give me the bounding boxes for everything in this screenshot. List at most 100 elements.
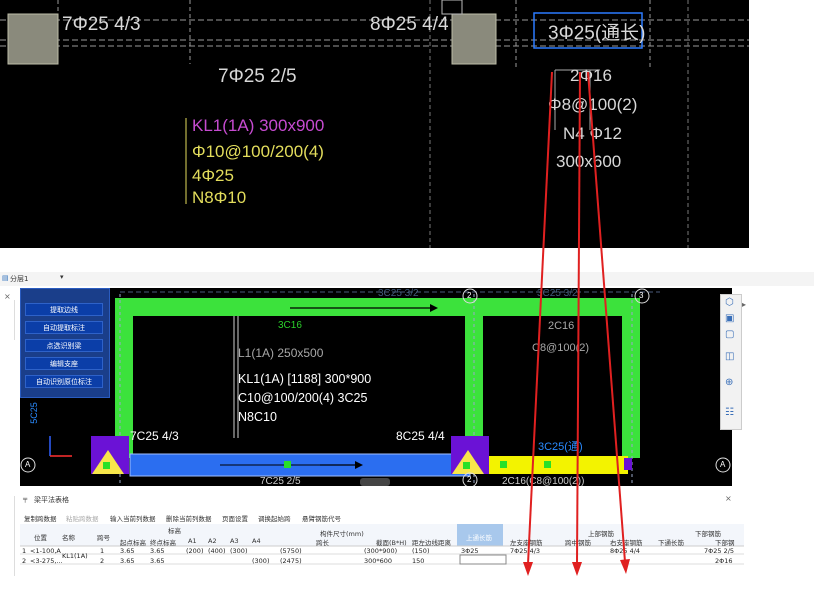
front-view-icon[interactable]: ▢ [725,329,735,340]
model-label-8c25-44: 8C25 4/4 [396,429,445,443]
row-1-right-seat[interactable]: 8Φ25 4/4 [610,547,641,555]
model-label-3c16: 3C16 [278,320,302,331]
col-a2: A2 [208,537,217,545]
model-label-l1: L1(1A) 250x500 [238,346,324,360]
row-1-start-elev[interactable]: 3.65 [120,547,135,555]
model-drawing [20,288,731,486]
col-dist: 距左边线距离 [412,539,451,547]
auto-extract-label-button[interactable]: 自动提取标注 [25,321,103,334]
model-annot-side: N8C10 [238,410,277,424]
cad-label-2c16: 2Φ16 [570,66,612,85]
row-2-index: 2 [22,557,27,565]
axis-a-label-right: A [720,460,726,469]
cube-icon[interactable]: ⬡ [725,297,734,308]
layer-select[interactable]: 分层1 [10,275,29,283]
chevron-down-icon[interactable]: ▾ [60,273,64,281]
col-lower-group: 下部钢筋 [695,530,721,538]
top-view-icon[interactable]: ▣ [725,313,735,324]
row-1-bottom[interactable]: 7Φ25 2/5 [704,547,735,555]
row-1-a2[interactable]: (400) [208,547,226,555]
col-elevation: 标高 [168,527,181,535]
model-annot-kl1: KL1(1A) [1188] 300*900 [238,372,372,386]
row-2-end-elev[interactable]: 3.65 [150,557,165,565]
row-1-dist[interactable]: (150) [412,547,430,555]
row-1-left-seat[interactable]: 7Φ25 4/3 [510,547,541,555]
page-setup-button[interactable]: 页面设置 [222,515,248,523]
model-view[interactable]: 3C25 3/2 3C25 3/2 2 3 A A 2 3C16 L1(1A) … [20,288,732,486]
pin-icon[interactable]: ╤ [23,495,28,503]
col-span-length: 跨长 [316,539,329,547]
left-strip-lower [0,496,15,576]
model-label-5c25: 5C25 [28,402,39,424]
row-1-end-elev[interactable]: 3.65 [150,547,165,555]
col-span: 跨号 [97,534,110,542]
paste-span-button[interactable]: 粘贴跨数据 [66,515,99,523]
cad-label-7c25-43: 7Φ25 4/3 [62,14,141,35]
row-2-start-elev[interactable]: 3.65 [120,557,135,565]
cad-beam-stirrup: Φ10@100/200(4) [192,142,324,161]
view-toolbar: ⬡ ▣ ▢ ◫ ⊕ ☷ [720,294,742,430]
col-size-group: 构件尺寸(mm) [320,530,364,538]
row-2-span-length[interactable]: (2475) [280,557,302,565]
cad-label-8c25-44: 8Φ25 4/4 [370,14,449,35]
col-name: 名称 [62,534,75,542]
copy-span-button[interactable]: 复制跨数据 [24,515,57,523]
cad-beam2-size: 300x600 [556,152,622,171]
row-1-a3[interactable]: (300) [230,547,248,555]
auto-in-situ-label-button[interactable]: 自动识别原位标注 [25,375,103,388]
zoom-icon[interactable]: ⊕ [725,377,734,388]
row-1-span[interactable]: 1 [100,547,105,555]
col-a4: A4 [252,537,261,545]
col-bot: 下部钢 [715,539,735,547]
layer-icon: ▤ [2,274,9,282]
swap-start-span-button[interactable]: 调换起始跨 [258,515,291,523]
pick-beam-button[interactable]: 点选识别梁 [25,339,103,352]
model-label-7c25-43: 7C25 4/3 [130,429,179,443]
col-left-seat: 左支座钢筋 [510,539,543,547]
row-1-top-long[interactable]: 3Φ25 [461,547,479,555]
row-2-position[interactable]: <3-275,... [30,557,63,565]
close-icon[interactable]: × [725,494,732,503]
col-top-long[interactable]: 上通长筋 [466,534,492,542]
layer-toolbar: ▤ 分层1 ▾ [0,272,814,286]
row-1-span-length[interactable]: (5750) [280,547,302,555]
col-a3: A3 [230,537,239,545]
cantilever-code-button[interactable]: 悬臂钢筋代号 [302,515,341,523]
axis-2-label: 2 [467,291,472,300]
beam-table-panel: ╤ 梁平法表格 × 复制跨数据 粘贴跨数据 输入当前列数据 删除当前列数据 页面… [20,492,744,609]
edit-support-button[interactable]: 编辑支座 [25,357,103,370]
col-bot-long: 下通长筋 [658,539,684,547]
model-label-3c25: 3C25(通) [538,441,583,453]
extract-edge-button[interactable]: 提取边线 [25,303,103,316]
cad-label-7c25-25: 7Φ25 2/5 [218,66,297,87]
col-right-seat: 右支座钢筋 [610,539,643,547]
row-1-position[interactable]: <1-100,A [30,547,61,555]
row-2-bottom[interactable]: 2Φ16 [715,557,733,565]
row-2-dist[interactable]: 150 [412,557,425,565]
col-section: 截面(B*H) [376,539,407,547]
row-2-span[interactable]: 2 [100,557,105,565]
cad-beam-side-bar: N8Φ10 [192,188,247,207]
panel-title: 梁平法表格 [34,496,69,504]
row-1-a1[interactable]: (200) [186,547,204,555]
axis-3-label: 3 [639,291,644,300]
row-2-a4[interactable]: (300) [252,557,270,565]
row-1-section[interactable]: (300*900) [364,547,398,555]
model-label-c8: C8@100(2) [532,342,590,354]
row-2-section[interactable]: 300*600 [364,557,393,565]
delete-column-button[interactable]: 删除当前列数据 [166,515,212,523]
close-icon[interactable]: × [4,292,11,301]
table-view-icon[interactable]: ☷ [725,407,734,418]
col-position: 位置 [34,534,47,542]
model-label-2c16-bottom: 2C16(C8@100(2)) [502,476,585,486]
axis-a-label: A [25,460,31,469]
side-panel-collapse-icon[interactable]: ▸ [742,300,747,309]
cad-beam2-stirrup: Φ8@100(2) [548,95,638,114]
input-column-button[interactable]: 输入当前列数据 [110,515,156,523]
row-1-name[interactable]: KL1(1A) [62,552,88,560]
cad-drawing-view[interactable]: 7Φ25 4/3 8Φ25 4/4 3Φ25(通长) 7Φ25 2/5 2Φ16… [0,0,749,248]
col-a1: A1 [188,537,197,545]
3d-view-icon[interactable]: ◫ [725,351,735,362]
cad-drawing-lines [0,0,749,248]
model-label-2c16: 2C16 [548,320,575,332]
